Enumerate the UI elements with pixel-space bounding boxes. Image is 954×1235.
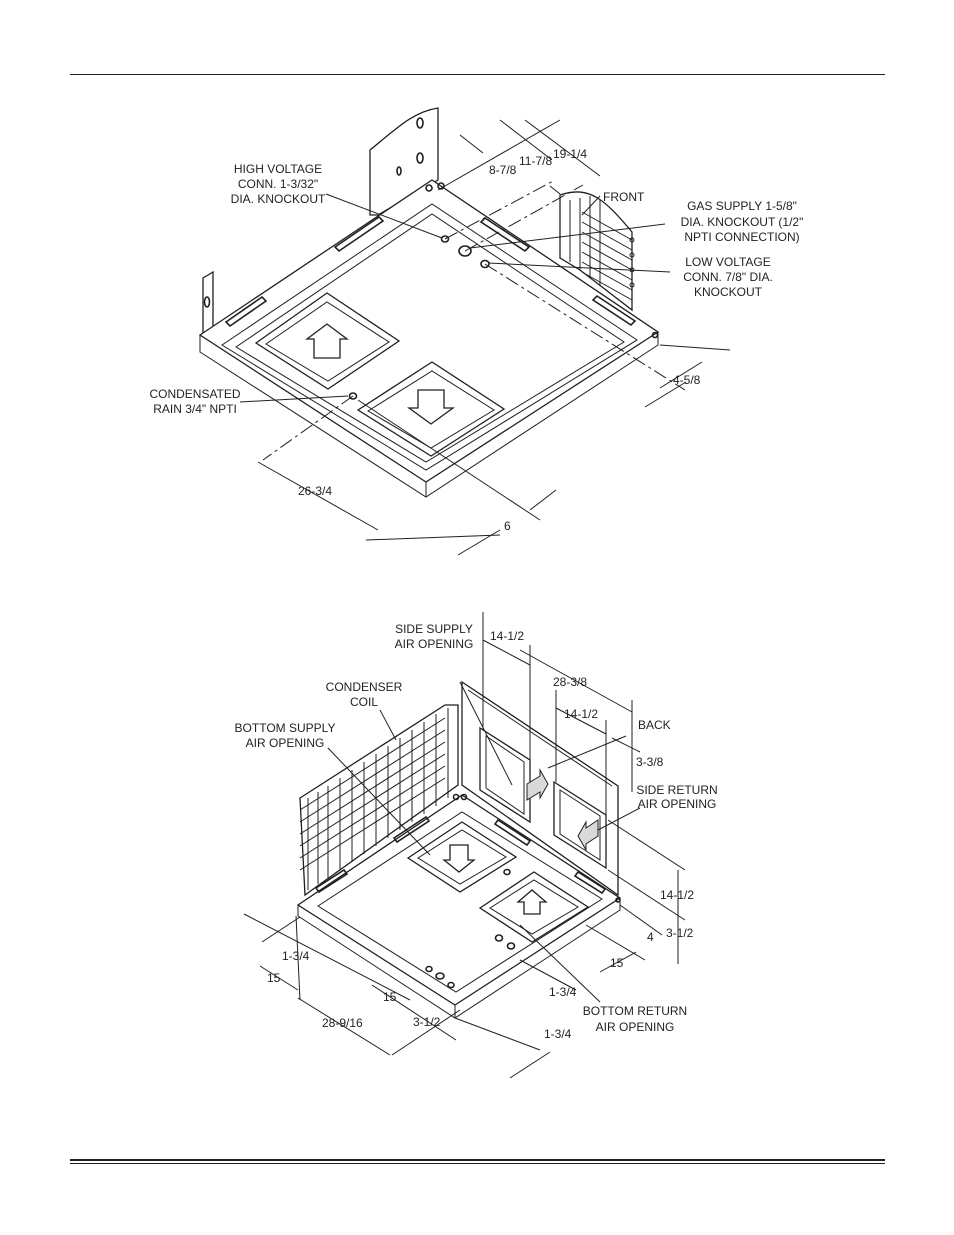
dim-8-7-8: 8-7/8: [489, 163, 517, 177]
fig1-slots: [224, 215, 637, 328]
fig1-hole: [651, 331, 659, 339]
fig1-hole: [416, 152, 424, 164]
fig2-side-return-opening: [553, 780, 607, 870]
bottom-return-label-2: AIR OPENING: [596, 1020, 675, 1034]
dim-11-7-8: 11-7/8: [519, 154, 552, 168]
condenser-label-2: COIL: [350, 695, 378, 709]
dim-4: 4: [647, 930, 654, 944]
fig1-hole: [425, 184, 433, 192]
gas-supply-label-2: DIA. KNOCKOUT (1/2": [681, 215, 804, 229]
fig1-base-inner: [221, 203, 638, 471]
side-supply-label-2: AIR OPENING: [395, 637, 474, 651]
fig2-arrow-side-return: [577, 819, 599, 852]
condenser-label-1: CONDENSER: [326, 680, 403, 694]
bottom-supply-label-1: BOTTOM SUPPLY: [235, 721, 336, 735]
fig2-slots: [314, 815, 607, 895]
fig1-coil: [559, 191, 635, 312]
fig2-side-supply-opening: [479, 726, 531, 824]
fig1-base-inner2: [235, 213, 625, 463]
footer-rule-thin: [70, 1163, 885, 1164]
low-voltage-label-2: CONN. 7/8" DIA.: [683, 270, 773, 284]
fig2-knockout: [435, 972, 445, 980]
fig2-dim-lines: [243, 612, 686, 1079]
condensated-label-1: CONDENSATED: [149, 387, 240, 401]
side-return-label-2: AIR OPENING: [638, 797, 717, 811]
dim-14-1-2-right: 14-1/2: [660, 888, 694, 902]
dim-1-3-4-left: 1-3/4: [282, 949, 310, 963]
high-voltage-label-3: DIA. KNOCKOUT: [231, 192, 326, 206]
condensated-label-2: RAIN 3/4" NPTI: [153, 402, 237, 416]
dim-14-1-2-top: 14-1/2: [490, 629, 524, 643]
fig2-base-inner: [317, 811, 603, 993]
fig1-lv-knockout: [480, 259, 490, 269]
fig1-leaders: [239, 193, 671, 403]
fig2-condenser-coil: [299, 704, 459, 897]
fig1-hole: [396, 166, 402, 176]
fig2-arrow-side-supply: [526, 768, 549, 801]
dim-3-1-2-right: 3-1/2: [666, 926, 694, 940]
fig1-gas-knockout: [458, 245, 472, 257]
dim-15-mid: 15: [383, 990, 397, 1004]
fig1-arrow-down: [407, 389, 455, 425]
fig2-knockout: [425, 965, 433, 973]
dim-1-3-4-bottom: 1-3/4: [544, 1027, 572, 1041]
dim-28-9-16: 28-9/16: [322, 1016, 363, 1030]
footer-rule-thick: [70, 1159, 885, 1161]
low-voltage-label-3: KNOCKOUT: [694, 285, 763, 299]
fig2-knockout: [494, 934, 504, 942]
low-voltage-label-1: LOW VOLTAGE: [685, 255, 771, 269]
fig2-hole: [460, 793, 468, 801]
side-return-label-1: SIDE RETURN: [636, 783, 717, 797]
fig2-leaders: [327, 681, 641, 1003]
fig1-hole: [416, 117, 424, 129]
high-voltage-label-1: HIGH VOLTAGE: [234, 162, 322, 176]
fig1-arrow-up: [305, 323, 349, 359]
dim-3-3-8: 3-3/8: [636, 755, 664, 769]
fig1-hole: [203, 296, 211, 308]
fig1-hv-knockout: [440, 235, 450, 243]
back-label: BACK: [638, 718, 671, 732]
fig2-knockout: [506, 942, 516, 950]
fig2-arrow-up: [516, 889, 548, 915]
header-rule: [70, 74, 885, 75]
fig2-knockout: [503, 868, 511, 876]
bottom-supply-label-2: AIR OPENING: [246, 736, 325, 750]
dim-6: 6: [504, 519, 511, 533]
fig2-hole: [615, 897, 621, 903]
figure1-bottom-view: HIGH VOLTAGE CONN. 1-3/32" DIA. KNOCKOUT…: [149, 107, 804, 556]
dim-1-3-4-right: 1-3/4: [549, 985, 577, 999]
fig2-knockout: [447, 981, 455, 989]
fig1-drain: [348, 392, 358, 400]
dim-14-1-2-mid: 14-1/2: [564, 707, 598, 721]
fig2-hole: [452, 793, 460, 801]
figure2-side-view: SIDE SUPPLY AIR OPENING CONDENSER COIL B…: [235, 612, 718, 1079]
gas-supply-label-1: GAS SUPPLY 1-5/8": [687, 199, 797, 213]
high-voltage-label-2: CONN. 1-3/32": [238, 177, 318, 191]
fig1-dim-lines: [257, 119, 731, 556]
bottom-return-label-1: BOTTOM RETURN: [583, 1004, 687, 1018]
fig2-arrow-down: [442, 844, 476, 873]
dim-4-5-8: 4-5/8: [673, 373, 701, 387]
dim-19-1-4: 19-1/4: [553, 147, 587, 161]
dim-26-3-4: 26-3/4: [298, 484, 332, 498]
side-supply-label-1: SIDE SUPPLY: [395, 622, 473, 636]
dim-28-3-8: 28-3/8: [553, 675, 587, 689]
dim-15-left: 15: [267, 971, 281, 985]
gas-supply-label-3: NPTI CONNECTION): [684, 230, 799, 244]
dim-15-right: 15: [610, 956, 624, 970]
dim-3-1-2-bottom: 3-1/2: [413, 1015, 441, 1029]
front-label: FRONT: [603, 190, 645, 204]
